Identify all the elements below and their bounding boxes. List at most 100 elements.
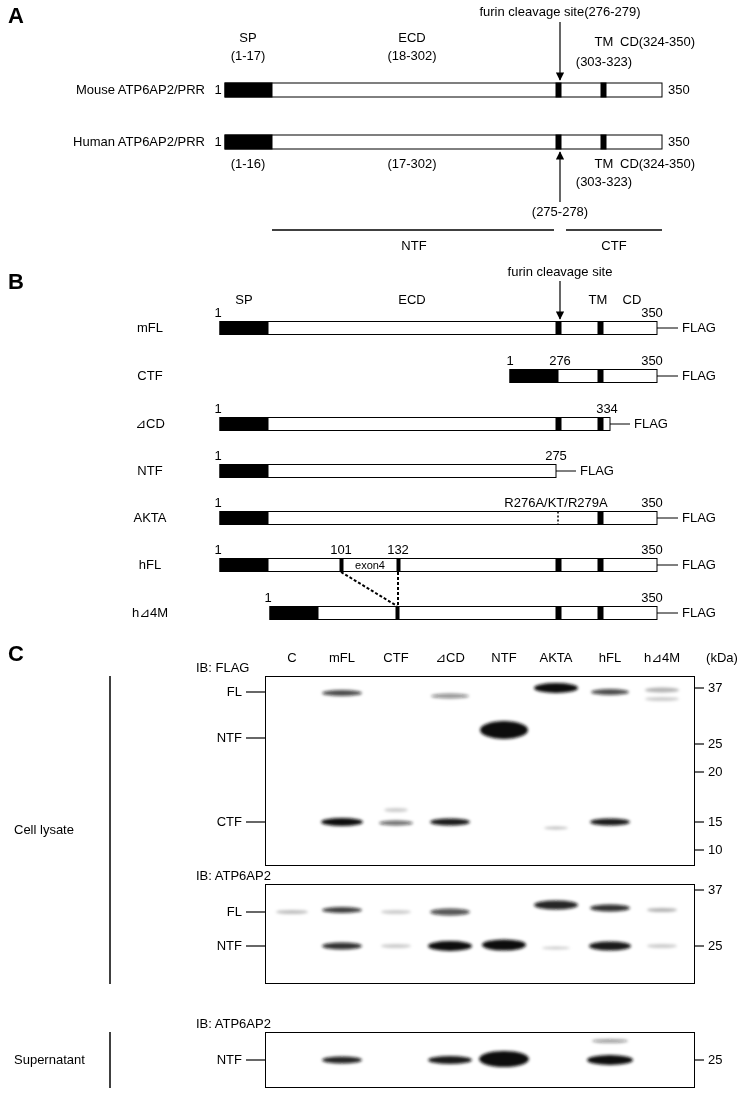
blot-band [590, 905, 630, 912]
blot-band [430, 819, 470, 826]
construct-bar [220, 512, 268, 525]
blot-panel: IB: ATP6AP2 [265, 1032, 695, 1088]
construct-bar [510, 370, 657, 383]
construct-bar [396, 607, 399, 620]
figure-label: h⊿4M [132, 606, 168, 621]
figure-label: 350 [641, 306, 663, 321]
construct-bar [220, 322, 678, 620]
figure-label: mFL [137, 321, 163, 336]
blot-band [384, 808, 408, 812]
blot-band [381, 944, 411, 948]
figure-label: 350 [668, 83, 690, 98]
construct-bar [657, 518, 678, 519]
panel-letter: B [8, 269, 24, 294]
fragment-line [272, 229, 554, 231]
construct-bar [610, 424, 630, 425]
construct-bar [556, 471, 576, 472]
blot-band [645, 688, 679, 693]
blot-band [647, 908, 677, 912]
figure-label: FLAG [682, 369, 716, 384]
tick-mark [695, 889, 704, 890]
figure-label: 350 [641, 591, 663, 606]
blot-band [590, 819, 630, 826]
tick-mark [695, 687, 704, 688]
figure-label: CD [623, 293, 642, 308]
protein-bar [225, 83, 272, 97]
blot-band [431, 694, 469, 699]
construct-bar [220, 465, 268, 478]
blot-band [480, 721, 528, 739]
figure-label: 1 [214, 402, 221, 417]
construct-bar [510, 370, 558, 383]
cleavage-arrow [559, 22, 560, 80]
fragment-line [272, 229, 662, 231]
blot-band [381, 910, 411, 914]
figure-label: NTF [217, 731, 242, 746]
figure-label: ECD [398, 31, 425, 46]
figure-label: Supernatant [14, 1053, 85, 1068]
tick-mark [695, 945, 704, 946]
figure-label: FLAG [580, 464, 614, 479]
tick-mark [695, 849, 704, 850]
figure-label: Cell lysate [14, 823, 74, 838]
blot-band [430, 909, 470, 916]
figure-label: CD(324-350) [620, 35, 695, 50]
protein-bar [556, 83, 561, 97]
protein-bar [225, 83, 662, 149]
tick-mark [695, 771, 704, 772]
construct-bar [220, 418, 268, 431]
protein-bar [225, 135, 272, 149]
blot-band [589, 942, 631, 951]
blot-band [276, 910, 308, 914]
blot-band [379, 821, 413, 826]
blot-band [534, 683, 578, 693]
blot-band [645, 697, 679, 701]
cleavage-arrow [559, 281, 560, 319]
blot-band [322, 690, 362, 696]
figure-label: (1-17) [231, 49, 266, 64]
figure-label: 132 [387, 543, 409, 558]
cleavage-arrow [559, 152, 560, 202]
panel-letter: C [8, 641, 24, 666]
construct-bar [557, 512, 559, 525]
figure-label: mFL [329, 651, 355, 666]
figure-label: NTF [217, 939, 242, 954]
construct-bar [657, 565, 678, 566]
protein-bar [556, 135, 561, 149]
construct-bar [220, 322, 657, 335]
protein-bar [601, 83, 606, 97]
figure-label: FL [227, 905, 242, 920]
figure-label: 15 [708, 815, 722, 830]
figure-label: CTF [217, 815, 242, 830]
deletion-guide [341, 572, 397, 606]
blot-band [544, 827, 568, 830]
construct-bar [556, 607, 561, 620]
blot-band [591, 689, 629, 695]
figure-label: R276A/KT/R279A [504, 496, 607, 511]
figure-label: hFL [139, 558, 161, 573]
figure-label: AKTA [540, 651, 573, 666]
construct-bar [340, 559, 343, 572]
figure-label: 25 [708, 737, 722, 752]
figure-label: CD(324-350) [620, 157, 695, 172]
tick-mark [246, 688, 704, 1060]
blot-band [479, 1051, 529, 1067]
figure-label: FLAG [682, 606, 716, 621]
tick-mark [246, 691, 265, 692]
figure-label: FLAG [634, 417, 668, 432]
construct-bar [220, 465, 556, 478]
figure-label: 275 [545, 449, 567, 464]
figure-label: 1 [214, 449, 221, 464]
blot-band [542, 947, 570, 950]
figure-label: NTF [491, 651, 516, 666]
construct-bar [397, 559, 400, 572]
blot-band [428, 941, 472, 951]
figure-label: 1 [264, 591, 271, 606]
figure-label: (18-302) [387, 49, 436, 64]
figure-label: furin cleavage site(276-279) [479, 5, 640, 20]
figure-label: CTF [383, 651, 408, 666]
blot-band [322, 943, 362, 950]
figure-label: CTF [601, 239, 626, 254]
figure-label: FLAG [682, 558, 716, 573]
antibody-label: IB: FLAG [196, 660, 249, 675]
